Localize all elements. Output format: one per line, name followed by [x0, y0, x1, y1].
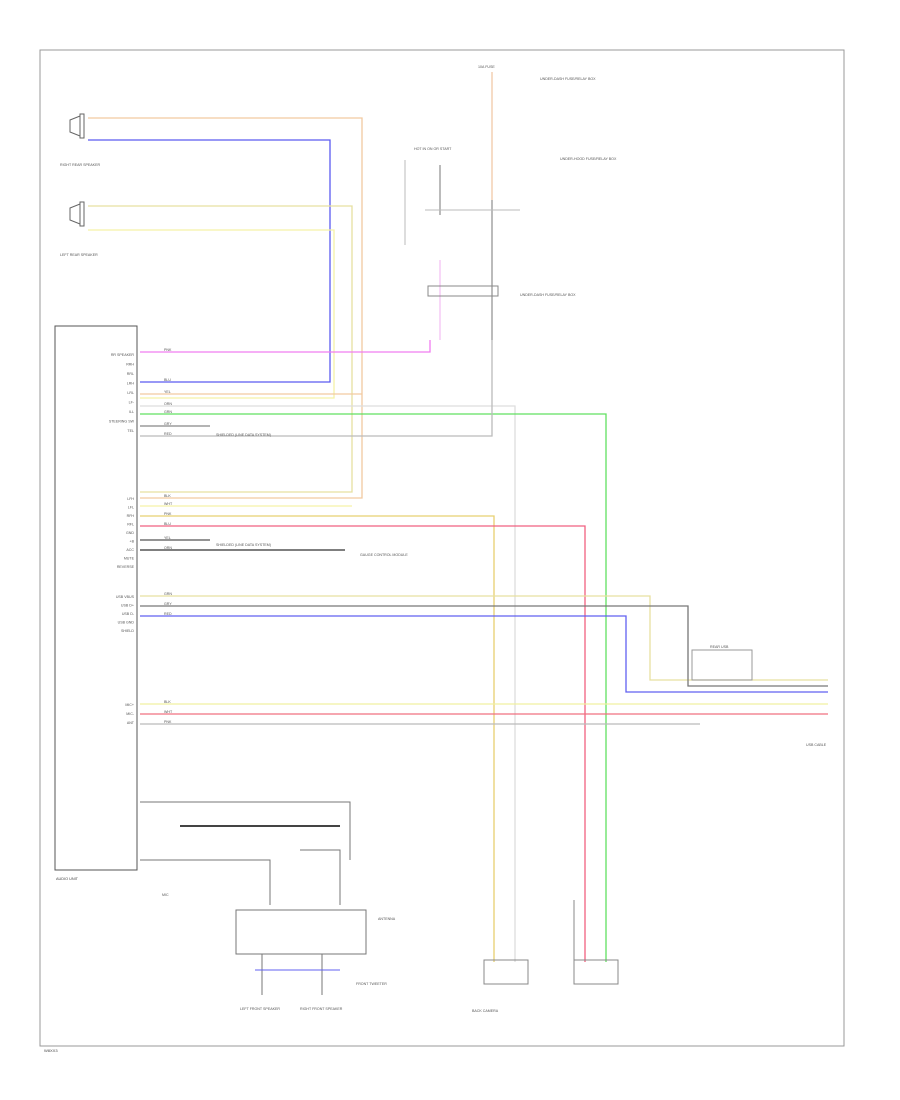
- audio-unit-pin-label: ANT: [127, 721, 135, 725]
- audio-unit-pin-label: USB VBUS: [116, 595, 135, 599]
- wire-color-code: BLU: [164, 378, 171, 382]
- wire-color-code: YEL: [164, 536, 171, 540]
- rear-speaker-wires: [88, 117, 363, 499]
- diagram-frame: [39, 49, 845, 1047]
- wire-color-code: WHT: [164, 710, 173, 714]
- audio-unit-pin-label: RRH: [126, 363, 134, 367]
- audio-unit-pin-label: RRL: [127, 372, 134, 376]
- audio-unit-pin-label: USB GND: [118, 621, 135, 625]
- wire-color-code: GRY: [164, 422, 172, 426]
- wire-color-code: PNK: [164, 348, 172, 352]
- audio-unit-pin-label: MIC-: [126, 712, 135, 716]
- under-hood-box-label: UNDER-HOOD FUSE/RELAY BOX: [560, 157, 617, 161]
- audio-unit-pin-label: RR SPEAKER: [111, 353, 135, 357]
- audio-unit-pin-label: RFH: [127, 514, 135, 518]
- wire-color-code: ORN: [164, 546, 172, 550]
- usb-connector-box: [691, 649, 753, 681]
- gauge-control-label: GAUGE CONTROL MODULE: [360, 553, 408, 557]
- top-fuse-section: [404, 72, 520, 340]
- audio-unit-pin-label: SHIELD: [121, 629, 134, 633]
- mic-label: MIC: [162, 893, 169, 897]
- wire-color-code: BLU: [164, 522, 171, 526]
- gauge-connector-box: [573, 959, 619, 985]
- wire-color-code: GRN: [164, 592, 172, 596]
- audio-unit-pin-label: USB D+: [121, 604, 134, 608]
- power-wires: [140, 340, 607, 962]
- wire-color-code: PNK: [164, 512, 172, 516]
- wire-color-code: GRY: [164, 602, 172, 606]
- audio-unit-pin-label: LFL: [128, 506, 134, 510]
- back-camera-label: BACK CAMERA: [472, 1009, 499, 1013]
- audio-unit-pin-label: ACC: [126, 548, 134, 552]
- audio-unit-pin-label: TEL: [127, 429, 134, 433]
- frame-id: W8XX3: [44, 1048, 58, 1053]
- right-rear-speaker-symbol: [69, 113, 85, 139]
- audio-unit-pin-label: MUTE: [124, 557, 135, 561]
- wire-color-code: ORN: [164, 402, 172, 406]
- front-tweeter-label: FRONT TWEETER: [356, 982, 387, 986]
- wire-color-code: WHT: [164, 502, 173, 506]
- audio-unit-pin-label: REVERSE: [117, 565, 135, 569]
- front-speaker-wires: [140, 505, 586, 962]
- rear-usb-label: REAR USB: [710, 645, 729, 649]
- audio-unit-pin-label: LF-: [129, 401, 135, 405]
- wire-color-code: BLK: [164, 700, 171, 704]
- audio-unit-pin-label: LRH: [127, 382, 135, 386]
- wire-color-code: YEL: [164, 390, 171, 394]
- right-front-speaker-label: RIGHT FRONT SPEAKER: [300, 1007, 343, 1011]
- left-rear-speaker-label: LEFT REAR SPEAKER: [60, 253, 98, 257]
- audio-unit-pin-label: MIC+: [125, 703, 134, 707]
- left-front-speaker-label: LEFT FRONT SPEAKER: [240, 1007, 280, 1011]
- audio-unit-pin-label: LFH: [127, 497, 134, 501]
- shielded-note-2: SHIELDED (LINE DATA SYSTEM): [216, 543, 271, 547]
- audio-unit-pin-label: GND: [126, 531, 134, 535]
- left-rear-speaker-symbol: [69, 201, 85, 227]
- mic-antenna-section: [140, 801, 367, 995]
- fuse-top-label: 10A FUSE: [478, 65, 495, 69]
- wire-color-code: RED: [164, 612, 172, 616]
- under-dash-box-1-label: UNDER-DASH FUSE/RELAY BOX: [540, 77, 596, 81]
- audio-unit-pin-label: LRL: [127, 391, 134, 395]
- antenna-label: ANTENNA: [378, 917, 396, 921]
- audio-unit-pin-label: ILL: [129, 410, 134, 414]
- audio-unit-label: AUDIO UNIT: [56, 877, 79, 881]
- wire-color-code: BLK: [164, 494, 171, 498]
- shielded-note-1: SHIELDED (LINE DATA SYSTEM): [216, 433, 271, 437]
- audio-unit-box: [54, 325, 138, 871]
- under-dash-box-2-label: UNDER-DASH FUSE/RELAY BOX: [520, 293, 576, 297]
- wire-color-code: PNK: [164, 720, 172, 724]
- audio-unit-pin-label: +B: [130, 540, 135, 544]
- usb-cable-label: USB CABLE: [806, 743, 827, 747]
- hot-in-on-label: HOT IN ON OR START: [414, 147, 452, 151]
- right-rear-speaker-label: RIGHT REAR SPEAKER: [60, 163, 100, 167]
- audio-unit-pin-label: USB D-: [122, 612, 135, 616]
- wire-color-code: RED: [164, 432, 172, 436]
- back-camera-box: [483, 959, 529, 985]
- audio-unit-pin-label: RFL: [127, 523, 134, 527]
- wire-color-code: GRN: [164, 410, 172, 414]
- usb-wires: [140, 595, 828, 725]
- audio-unit-pin-label: STEERING SW: [109, 420, 135, 424]
